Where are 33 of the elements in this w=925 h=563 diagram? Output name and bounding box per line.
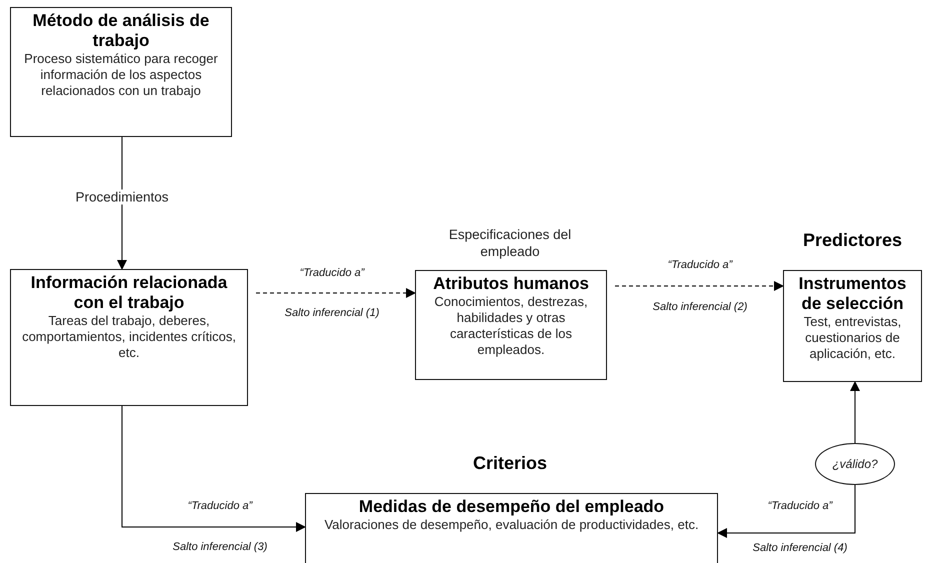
box-heading: Método de análisis de trabajo <box>32 11 210 51</box>
oval-label: ¿válido? <box>832 456 878 472</box>
edge-label: “Traducido a” <box>298 267 366 279</box>
box-heading: Atributos humanos <box>432 274 590 294</box>
box-description: Test, entrevistas, cuestionarios de aplicación, etc. <box>802 314 902 362</box>
box-heading: Medidas de desempeño del empleado <box>358 497 666 517</box>
box-description: Conocimientos, destrezas, habilidades y otras características de los empleados. <box>433 294 589 358</box>
arrow <box>717 484 856 538</box>
box-caption: Especificaciones del empleado <box>448 226 572 260</box>
box-heading: Instrumentos de selección <box>798 274 908 314</box>
process-box <box>10 7 232 137</box>
arrow <box>256 288 416 298</box>
note-label: Salto inferencial (1) <box>282 307 382 319</box>
process-box <box>10 269 248 406</box>
box-description: Tareas del trabajo, deberes, comportamientos, incidentes críticos, etc. <box>21 313 237 361</box>
note-label: Salto inferencial (4) <box>750 542 850 554</box>
arrow <box>122 406 306 532</box>
note-label: Salto inferencial (3) <box>170 541 270 553</box>
group-heading: Criterios <box>472 453 548 474</box>
process-box <box>305 493 718 563</box>
process-box <box>783 270 922 382</box>
process-box <box>415 270 607 380</box>
arrow <box>850 381 860 444</box>
edge-label: “Traducido a” <box>766 500 834 512</box>
note-label: Salto inferencial (2) <box>650 301 750 313</box>
edge-label: “Traducido a” <box>666 259 734 271</box>
box-description: Proceso sistemático para recoger información de los aspectos relacionados con un trabajo <box>23 51 219 99</box>
box-heading: Información relacionada con el trabajo <box>30 273 228 313</box>
group-heading: Predictores <box>802 230 904 251</box>
edge-label: “Traducido a” <box>186 500 254 512</box>
box-description: Valoraciones de desempeño, evaluación de productividades, etc. <box>323 517 700 533</box>
arrow <box>614 281 784 291</box>
arrow <box>117 136 127 270</box>
